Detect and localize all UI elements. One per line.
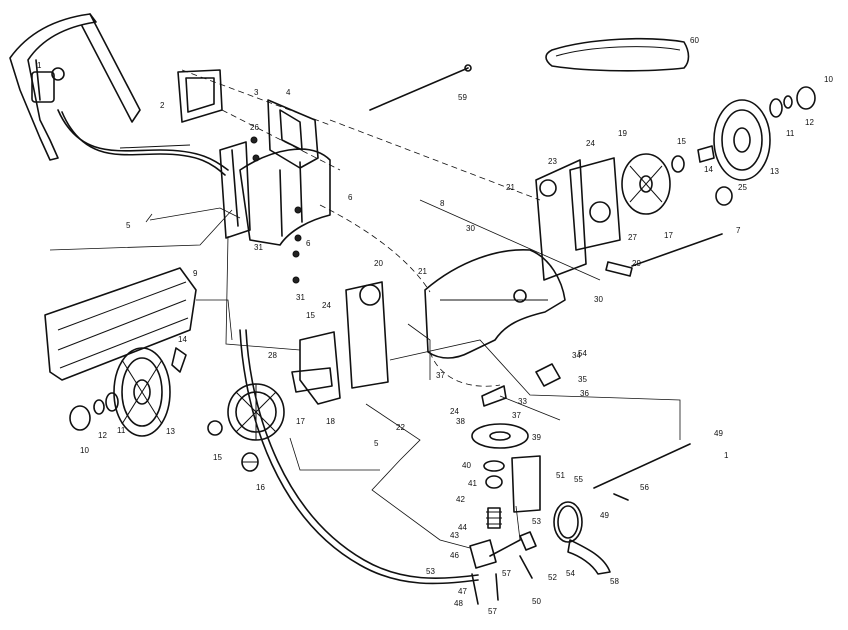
callout-5a: 5: [126, 221, 131, 230]
callout-12b: 12: [98, 431, 107, 440]
leader-lines: [49, 199, 681, 549]
callout-23: 23: [548, 157, 557, 166]
callout-34: 34: [572, 351, 581, 360]
callout-21b: 21: [418, 267, 427, 276]
callout-57b: 57: [488, 607, 497, 616]
callout-37a: 37: [436, 371, 445, 380]
callout-labels: 1 1 2 3 4 5 5 6 6 7 8 9 10 10 11 11 12 1…: [37, 36, 833, 616]
callout-13a: 13: [770, 167, 779, 176]
callout-10b: 10: [80, 446, 89, 455]
callout-51: 51: [556, 471, 565, 480]
callout-44: 44: [458, 523, 467, 532]
callout-16: 16: [256, 483, 265, 492]
callout-30a: 30: [466, 224, 475, 233]
callout-5b: 5: [374, 439, 379, 448]
callout-8: 8: [440, 199, 445, 208]
callout-20: 20: [374, 259, 383, 268]
callout-14a: 14: [704, 165, 713, 174]
callout-28: 28: [268, 351, 277, 360]
callout-35: 35: [578, 375, 587, 384]
callout-1a: 1: [37, 61, 42, 70]
callout-26: 26: [250, 123, 259, 132]
callout-36: 36: [580, 389, 589, 398]
callout-49b: 49: [600, 511, 609, 520]
callout-14b: 14: [178, 335, 187, 344]
callout-17b: 17: [296, 417, 305, 426]
callout-25: 25: [738, 183, 747, 192]
drive-belt: [545, 37, 690, 72]
callout-37b: 37: [512, 411, 521, 420]
callout-46: 46: [450, 551, 459, 560]
callout-53b: 53: [532, 517, 541, 526]
callout-29: 29: [632, 259, 641, 268]
callout-9: 9: [193, 269, 198, 278]
discharge-chute: [239, 148, 331, 284]
control-cable: [239, 329, 479, 585]
callout-50: 50: [532, 597, 541, 606]
right-wheel-group: [671, 86, 816, 206]
rear-skirt: [44, 267, 197, 381]
callout-21a: 21: [506, 183, 515, 192]
callout-48: 48: [454, 599, 463, 608]
handle-assembly: [9, 13, 229, 176]
height-adjust-bracket: [291, 281, 389, 405]
callout-42: 42: [456, 495, 465, 504]
callout-56: 56: [640, 483, 649, 492]
callout-54a: 54: [578, 349, 587, 358]
callout-47: 47: [458, 587, 467, 596]
callout-40: 40: [462, 461, 471, 470]
callout-22: 22: [396, 423, 405, 432]
blade-adapter: [471, 363, 583, 543]
callout-54b: 54: [566, 569, 575, 578]
callout-58: 58: [610, 577, 619, 586]
callout-60: 60: [690, 36, 699, 45]
callout-13b: 13: [166, 427, 175, 436]
left-wheel-group: [69, 347, 285, 472]
callout-10a: 10: [824, 75, 833, 84]
lower-linkage: [469, 531, 611, 605]
callout-15c: 15: [213, 453, 222, 462]
callout-57a: 57: [502, 569, 511, 578]
callout-59: 59: [458, 93, 467, 102]
callout-11a: 11: [786, 129, 795, 138]
callout-30b: 30: [594, 295, 603, 304]
mower-deck: [319, 119, 566, 387]
callout-15b: 15: [306, 311, 315, 320]
callout-38: 38: [456, 417, 465, 426]
callout-4: 4: [286, 88, 291, 97]
callout-53a: 53: [426, 567, 435, 576]
callout-3: 3: [254, 88, 259, 97]
callout-24c: 24: [450, 407, 459, 416]
callout-7: 7: [736, 226, 741, 235]
callout-43: 43: [450, 531, 459, 540]
callout-52: 52: [548, 573, 557, 582]
callout-1b: 1: [724, 451, 729, 460]
callout-11b: 11: [117, 426, 126, 435]
callout-19: 19: [618, 129, 627, 138]
callout-15a: 15: [677, 137, 686, 146]
callout-41: 41: [468, 479, 477, 488]
callout-24a: 24: [586, 139, 595, 148]
callout-17a: 17: [664, 231, 673, 240]
callout-33: 33: [518, 397, 527, 406]
callout-2: 2: [160, 101, 165, 110]
callout-6a: 6: [348, 193, 353, 202]
callout-12a: 12: [805, 118, 814, 127]
callout-6b: 6: [306, 239, 311, 248]
callout-18: 18: [326, 417, 335, 426]
callout-49a: 49: [714, 429, 723, 438]
callout-24b: 24: [322, 301, 331, 310]
callout-55: 55: [574, 475, 583, 484]
callout-27: 27: [628, 233, 637, 242]
callout-39: 39: [532, 433, 541, 442]
axles: [369, 64, 723, 501]
right-drive-bracket: [535, 153, 671, 281]
callout-31a: 31: [254, 243, 263, 252]
callout-31b: 31: [296, 293, 305, 302]
handle-bracket: [177, 69, 341, 239]
